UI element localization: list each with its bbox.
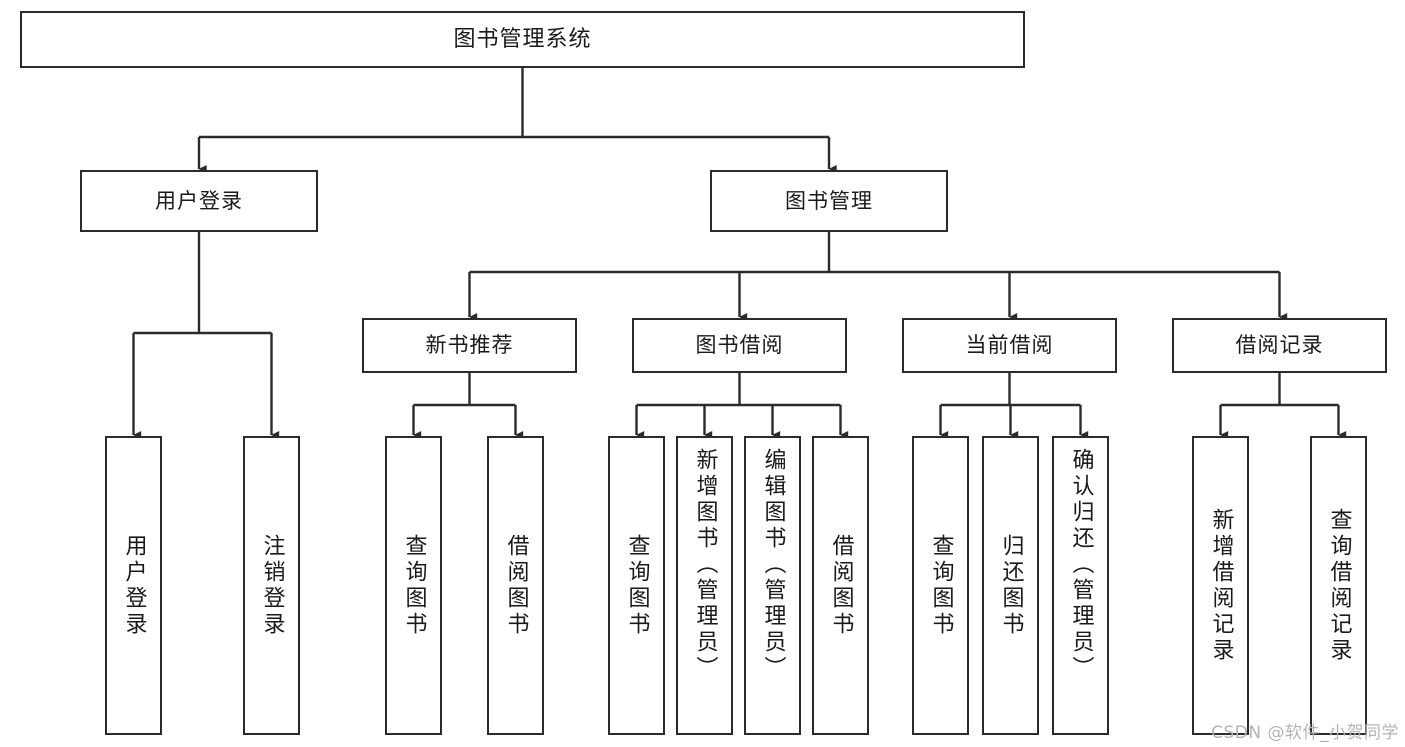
node-label-borrow: 图书借阅 bbox=[695, 333, 784, 357]
node-leaf-user-login[interactable]: 用户登录 bbox=[105, 436, 162, 735]
node-leaf-cu-confirm[interactable]: 确认归还（管理员） bbox=[1052, 436, 1109, 735]
node-leaf-nb-query[interactable]: 查询图书 bbox=[385, 436, 442, 735]
node-leaf-br-borrow[interactable]: 借阅图书 bbox=[812, 436, 869, 735]
node-label-login: 用户登录 bbox=[155, 188, 243, 213]
node-label-leaf-br-edit: 编辑图书（管理员） bbox=[760, 448, 786, 682]
node-label-leaf-cu-query: 查询图书 bbox=[928, 533, 954, 638]
node-label-leaf-nb-borrow: 借阅图书 bbox=[503, 533, 529, 638]
node-label-leaf-br-add: 新增图书（管理员） bbox=[692, 448, 718, 682]
node-records[interactable]: 借阅记录 bbox=[1172, 318, 1387, 373]
node-label-bookmgmt: 图书管理 bbox=[785, 188, 873, 213]
node-leaf-cu-query[interactable]: 查询图书 bbox=[912, 436, 969, 735]
node-label-leaf-nb-query: 查询图书 bbox=[401, 533, 427, 638]
node-root[interactable]: 图书管理系统 bbox=[20, 11, 1025, 68]
node-borrow[interactable]: 图书借阅 bbox=[632, 318, 847, 373]
node-leaf-rc-query[interactable]: 查询借阅记录 bbox=[1310, 436, 1367, 735]
node-label-leaf-cu-return: 归还图书 bbox=[998, 533, 1024, 638]
node-label-leaf-cu-confirm: 确认归还（管理员） bbox=[1068, 448, 1094, 682]
node-label-leaf-user-login: 用户登录 bbox=[121, 533, 147, 638]
node-current[interactable]: 当前借阅 bbox=[902, 318, 1117, 373]
node-label-leaf-rc-query: 查询借阅记录 bbox=[1326, 507, 1352, 664]
node-label-leaf-user-logout: 注销登录 bbox=[259, 533, 285, 638]
node-leaf-cu-return[interactable]: 归还图书 bbox=[982, 436, 1039, 735]
node-label-root: 图书管理系统 bbox=[453, 26, 592, 52]
node-leaf-rc-add[interactable]: 新增借阅记录 bbox=[1192, 436, 1249, 735]
node-label-leaf-rc-add: 新增借阅记录 bbox=[1208, 507, 1234, 664]
node-login[interactable]: 用户登录 bbox=[80, 170, 318, 232]
node-bookmgmt[interactable]: 图书管理 bbox=[710, 170, 948, 232]
node-leaf-nb-borrow[interactable]: 借阅图书 bbox=[487, 436, 544, 735]
node-newbook[interactable]: 新书推荐 bbox=[362, 318, 577, 373]
node-label-leaf-br-query: 查询图书 bbox=[624, 533, 650, 638]
node-leaf-br-edit[interactable]: 编辑图书（管理员） bbox=[744, 436, 801, 735]
node-label-newbook: 新书推荐 bbox=[425, 333, 514, 357]
node-leaf-user-logout[interactable]: 注销登录 bbox=[243, 436, 300, 735]
node-leaf-br-query[interactable]: 查询图书 bbox=[608, 436, 665, 735]
node-label-records: 借阅记录 bbox=[1235, 333, 1324, 357]
node-label-leaf-br-borrow: 借阅图书 bbox=[828, 533, 854, 638]
node-label-current: 当前借阅 bbox=[965, 333, 1054, 357]
node-leaf-br-add[interactable]: 新增图书（管理员） bbox=[676, 436, 733, 735]
csdn-watermark: CSDN @软件_小贺同学 bbox=[1211, 723, 1399, 743]
